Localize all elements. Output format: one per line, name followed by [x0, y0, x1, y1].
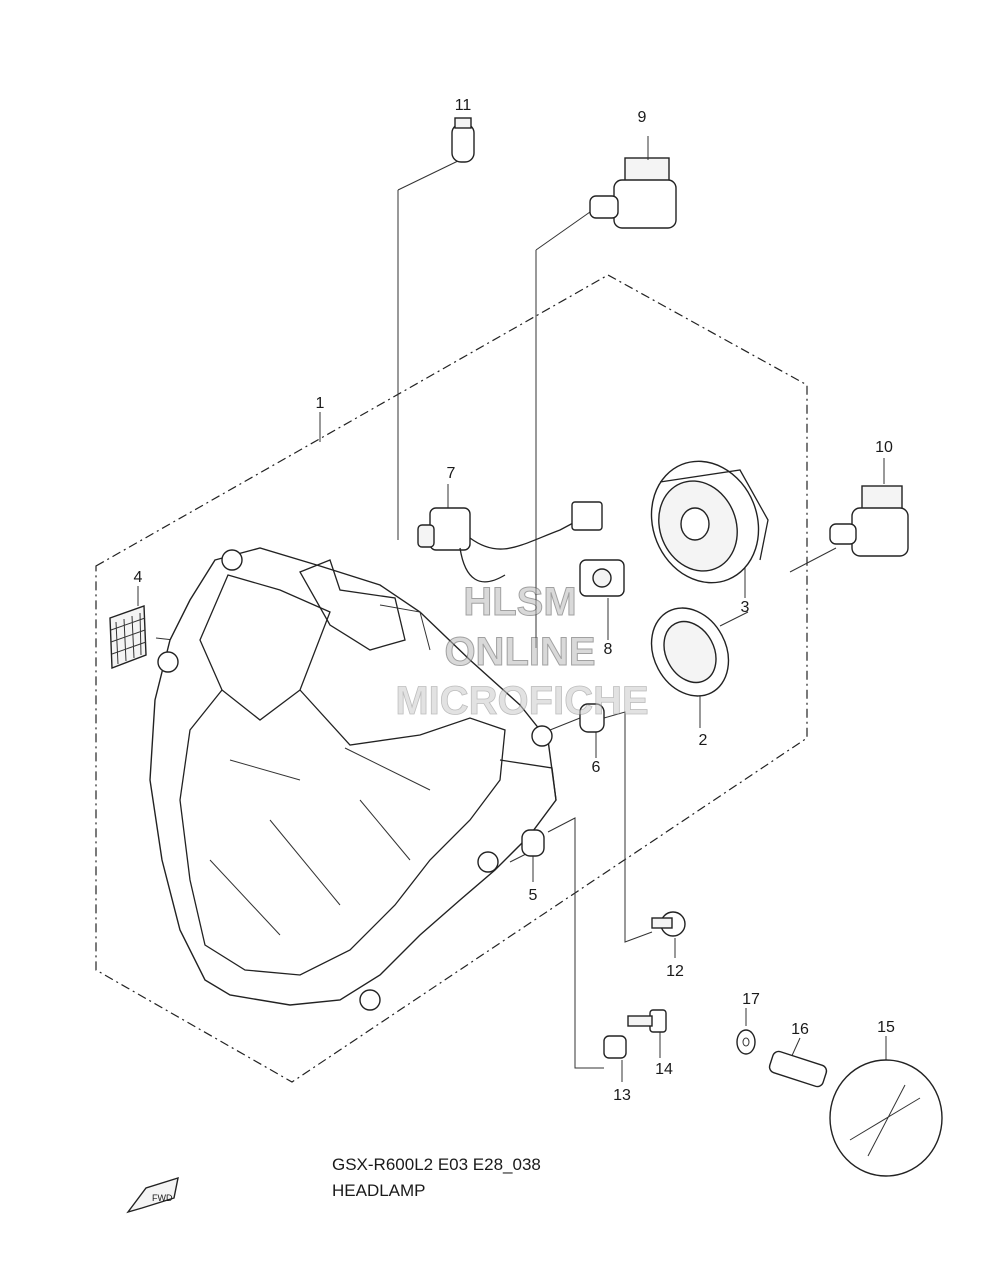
callout-5: 5: [529, 887, 538, 904]
callout-13: 13: [613, 1087, 631, 1104]
caption: GSX-R600L2 E03 E28_038 HEADLAMP: [332, 1155, 541, 1200]
grommet-5: [521, 829, 545, 857]
position-bulb: [451, 117, 475, 163]
fwd-arrow-icon: FWD: [126, 1176, 179, 1214]
headlamp-housing: [149, 547, 557, 1011]
assembly-boundary: [95, 274, 808, 1083]
callout-3: 3: [741, 599, 750, 616]
model-code: GSX-R600L2 E03 E28_038: [332, 1155, 541, 1174]
fwd-label: FWD: [152, 1193, 173, 1203]
callout-6: 6: [592, 759, 601, 776]
cap-15: [829, 1059, 943, 1177]
callout-17: 17: [742, 991, 760, 1008]
watermark-line1: HLSM: [463, 580, 576, 624]
diagram-title: HEADLAMP: [332, 1181, 426, 1200]
callout-2: 2: [699, 732, 708, 749]
washer-17: [736, 1029, 756, 1055]
callout-11: 11: [455, 97, 472, 114]
watermark: HLSM ONLINE MICROFICHE: [395, 580, 649, 724]
spacer-16: [768, 1050, 828, 1088]
headlight-bulb-9: [589, 136, 677, 229]
grommet-6: [579, 703, 605, 733]
callout-labels: 1 2 3 4 5 6 7 8 9 10 11 12 13 14 15 16 1…: [134, 97, 895, 1104]
callout-7: 7: [447, 465, 456, 482]
seal-ring: [650, 607, 730, 697]
callout-9: 9: [638, 109, 647, 126]
nut-13: [603, 1035, 627, 1059]
callout-8: 8: [604, 641, 613, 658]
reflector: [109, 605, 147, 670]
socket-harness: [417, 501, 603, 583]
watermark-line3: MICROFICHE: [395, 679, 648, 723]
callout-1: 1: [316, 395, 325, 412]
callout-4: 4: [134, 569, 143, 586]
callout-14: 14: [655, 1061, 673, 1078]
headlight-bulb-10: [829, 485, 909, 557]
watermark-line2: ONLINE: [444, 630, 595, 674]
screw-12: [651, 911, 686, 937]
callout-16: 16: [791, 1021, 809, 1038]
callout-10: 10: [875, 439, 893, 456]
callout-15: 15: [877, 1019, 895, 1036]
callout-12: 12: [666, 963, 684, 980]
bulb-holder: [579, 559, 625, 597]
dust-cover: [650, 460, 769, 584]
bolt-14: [627, 1009, 667, 1033]
